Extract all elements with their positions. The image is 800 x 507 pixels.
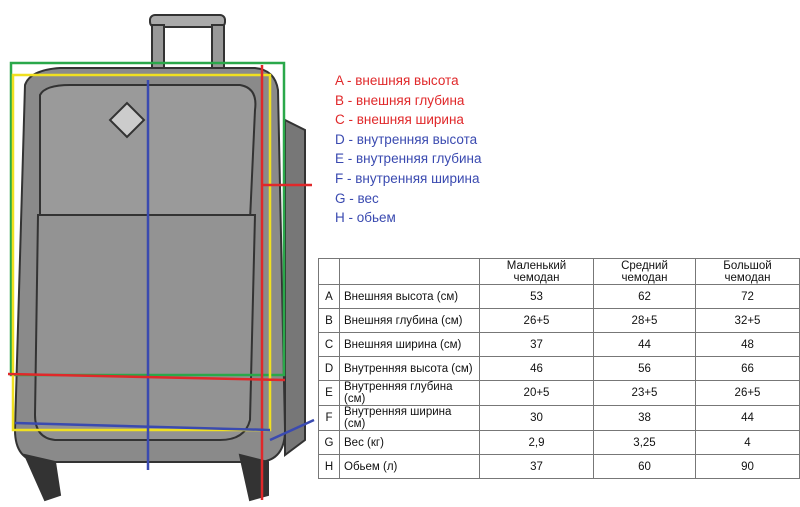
value-small: 30 xyxy=(479,405,594,431)
row-letter: A xyxy=(318,284,340,309)
row-label: Внешняя ширина (см) xyxy=(339,332,480,357)
value-small: 2,9 xyxy=(479,430,594,455)
value-medium: 44 xyxy=(593,332,696,357)
legend-item-b: B - внешняя глубина xyxy=(335,92,465,108)
legend-item-a: A - внешняя высота xyxy=(335,73,459,88)
value-small: 37 xyxy=(479,454,594,479)
row-label: Обьем (л) xyxy=(339,454,480,479)
legend-item-h: H - обьем xyxy=(335,210,396,226)
legend-item-c: C - внешняя ширина xyxy=(335,112,464,128)
row-letter: B xyxy=(318,308,340,333)
row-label: Внутренняя глубина (см) xyxy=(339,380,480,406)
legend-item-e: E - внутренняя глубина xyxy=(335,151,482,167)
header-small: Маленький чемодан xyxy=(479,258,594,285)
row-label: Внешняя высота (см) xyxy=(339,284,480,309)
size-table: Маленький чемодан Средний чемодан Большо… xyxy=(318,258,800,479)
legend-item-d: D - внутренняя высота xyxy=(335,131,478,147)
row-label: Внутренняя высота (см) xyxy=(339,356,480,381)
value-large: 26+5 xyxy=(695,380,800,406)
value-small: 20+5 xyxy=(479,380,594,406)
value-medium: 56 xyxy=(593,356,696,381)
row-letter: G xyxy=(318,430,340,455)
value-medium: 28+5 xyxy=(593,308,696,333)
row-letter: D xyxy=(318,356,340,381)
value-small: 37 xyxy=(479,332,594,357)
value-medium: 60 xyxy=(593,454,696,479)
value-large: 48 xyxy=(695,332,800,357)
value-medium: 23+5 xyxy=(593,380,696,406)
row-label: Внешняя глубина (см) xyxy=(339,308,480,333)
value-large: 4 xyxy=(695,430,800,455)
value-small: 53 xyxy=(479,284,594,309)
header-medium: Средний чемодан xyxy=(593,258,696,285)
value-large: 44 xyxy=(695,405,800,431)
row-letter: E xyxy=(318,380,340,406)
value-medium: 38 xyxy=(593,405,696,431)
header-large: Большой чемодан xyxy=(695,258,800,285)
row-letter: H xyxy=(318,454,340,479)
legend-item-g: G - вес xyxy=(335,190,379,206)
value-small: 46 xyxy=(479,356,594,381)
value-medium: 3,25 xyxy=(593,430,696,455)
legend-item-f: F - внутренняя ширина xyxy=(335,170,480,186)
row-letter: C xyxy=(318,332,340,357)
dimension-legend: A - внешняя высота B - внешняя глубина C… xyxy=(335,71,482,228)
suitcase-illustration xyxy=(7,14,315,502)
value-large: 32+5 xyxy=(695,308,800,333)
value-medium: 62 xyxy=(593,284,696,309)
table-header-row: Маленький чемодан Средний чемодан Большо… xyxy=(318,258,800,285)
row-label: Внутренняя ширина (см) xyxy=(339,405,480,431)
value-large: 66 xyxy=(695,356,800,381)
value-large: 72 xyxy=(695,284,800,309)
row-label: Вес (кг) xyxy=(339,430,480,455)
row-letter: F xyxy=(318,405,340,431)
value-small: 26+5 xyxy=(479,308,594,333)
value-large: 90 xyxy=(695,454,800,479)
